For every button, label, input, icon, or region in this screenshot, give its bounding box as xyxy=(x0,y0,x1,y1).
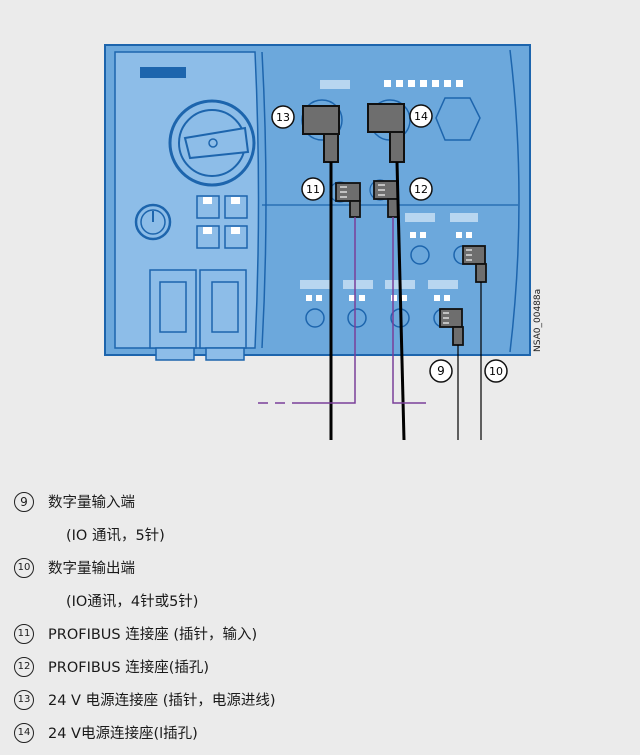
cable-24v-out xyxy=(395,161,406,441)
legend-text: PROFIBUS 连接座(插孔) xyxy=(48,660,210,676)
bottom-modules xyxy=(149,269,247,361)
callout-13-circle xyxy=(271,105,295,129)
callout-10: 10 xyxy=(489,365,503,378)
cable-profibus-in xyxy=(300,217,356,404)
callout-12: 12 xyxy=(414,183,428,196)
drawing-code: NSA0_00488a xyxy=(533,289,543,352)
right-section-edge xyxy=(261,51,267,349)
callout-14-circle xyxy=(409,104,433,128)
plug-14 xyxy=(367,103,405,133)
callout-9: 9 xyxy=(437,364,445,378)
legend-text: 24 V 电源连接座 (插针，电源进线) xyxy=(48,693,276,709)
legend: 9 数字量输入端 (IO 通讯，5针) 10 数字量输出端 (IO通讯，4针或5… xyxy=(14,485,614,749)
knob-inner xyxy=(140,209,166,235)
hex-screw xyxy=(435,97,481,141)
rotary-switch-dot xyxy=(208,138,218,148)
legend-item-10: 10 数字量输出端 xyxy=(14,551,614,584)
right-end-cap xyxy=(509,49,520,353)
legend-item-9: 9 数字量输入端 xyxy=(14,485,614,518)
callout-9-circle xyxy=(429,359,453,383)
legend-item-13: 13 24 V 电源连接座 (插针，电源进线) xyxy=(14,683,614,716)
status-label xyxy=(320,80,350,89)
legend-text: (IO通讯，4针或5针) xyxy=(66,594,199,610)
callout-11: 11 xyxy=(306,183,320,196)
callout-12-circle xyxy=(409,177,433,201)
callout-13: 13 xyxy=(276,111,290,124)
cable-profibus-out xyxy=(392,217,426,404)
key-buttons[interactable] xyxy=(196,195,248,249)
legend-item-11: 11 PROFIBUS 连接座 (插针，输入) xyxy=(14,617,614,650)
legend-item-12: 12 PROFIBUS 连接座(插孔) xyxy=(14,650,614,683)
legend-number: 12 xyxy=(14,656,34,677)
legend-detail-9: (IO 通讯，5针) xyxy=(14,518,614,551)
callout-14: 14 xyxy=(414,110,428,123)
device-diagram: 13 14 11 12 9 10 NSA0_00488a xyxy=(104,44,543,441)
legend-text: (IO 通讯，5针) xyxy=(66,528,165,544)
legend-text: PROFIBUS 连接座 (插针，输入) xyxy=(48,627,258,643)
io-leds xyxy=(306,232,472,301)
legend-number: 14 xyxy=(14,722,34,743)
legend-item-14: 14 24 V电源连接座(l插孔) xyxy=(14,716,614,749)
legend-detail-10: (IO通讯，4针或5针) xyxy=(14,584,614,617)
legend-number: 13 xyxy=(14,689,34,710)
legend-text: 数字量输出端 xyxy=(48,561,135,577)
status-leds xyxy=(384,80,463,87)
callout-11-circle xyxy=(301,177,325,201)
plug-13-tip xyxy=(323,133,339,163)
label-plate xyxy=(140,67,186,78)
plug-13 xyxy=(302,105,340,135)
legend-number: 9 xyxy=(14,491,34,512)
legend-number: 10 xyxy=(14,557,34,578)
plug-14-tip xyxy=(389,131,405,163)
callout-10-circle xyxy=(484,359,508,383)
legend-number: 11 xyxy=(14,623,34,644)
legend-text: 数字量输入端 xyxy=(48,495,135,511)
key-button-leds xyxy=(203,197,240,234)
legend-text: 24 V电源连接座(l插孔) xyxy=(48,726,198,742)
